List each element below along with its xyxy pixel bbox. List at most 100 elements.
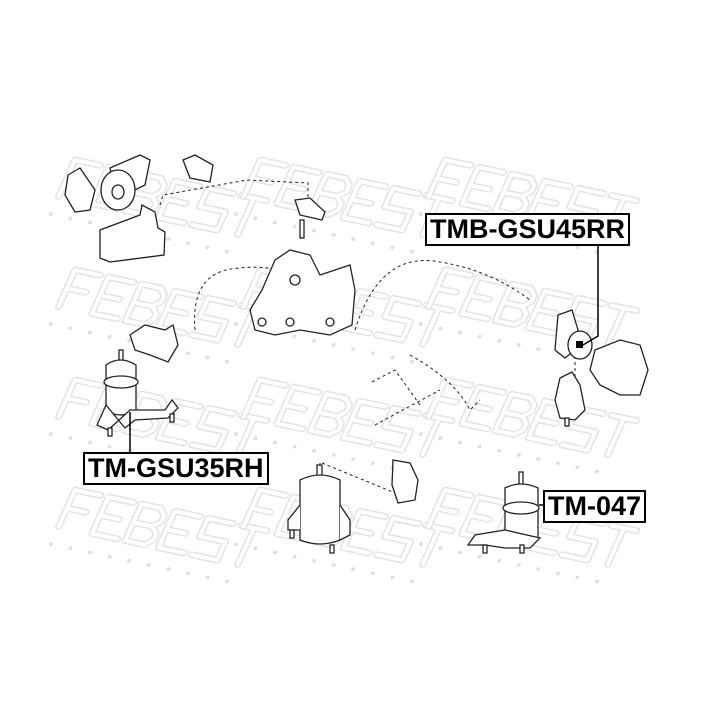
febest-watermark xyxy=(233,376,456,474)
watermark-tagline-mark xyxy=(253,436,258,441)
watermark-tagline-mark xyxy=(497,338,502,343)
watermark-tagline-mark xyxy=(68,326,73,331)
watermark-lettering xyxy=(241,158,454,237)
upper-torque-rod-assembly xyxy=(64,154,326,263)
part-label-tm-047: TM-047 xyxy=(543,490,647,523)
watermark-tagline-mark xyxy=(594,469,600,474)
engine-mount-bracket xyxy=(249,249,356,336)
watermark-tagline-mark xyxy=(272,550,278,555)
watermark-tagline-mark xyxy=(224,249,230,254)
watermark-tagline-mark xyxy=(292,334,297,339)
watermark-tagline-mark xyxy=(233,432,239,437)
leader-lines xyxy=(129,244,599,506)
watermark-lettering xyxy=(426,158,639,237)
watermark-tagline-mark xyxy=(68,436,73,441)
febest-watermark xyxy=(48,486,271,584)
watermark-lettering xyxy=(241,378,454,457)
watermark-tagline-mark xyxy=(166,567,171,572)
watermark-tagline-mark xyxy=(87,330,93,335)
watermark-tagline-mark xyxy=(312,338,317,343)
watermark-tagline-mark xyxy=(205,245,210,250)
watermark-tagline-mark xyxy=(457,440,463,445)
watermark-tagline-mark xyxy=(48,542,54,547)
watermark-tagline-mark xyxy=(418,322,424,327)
watermark-tagline-mark xyxy=(516,563,521,567)
watermark-tagline-mark xyxy=(390,245,395,250)
watermark-tagline-mark xyxy=(87,440,93,445)
front-engine-mount xyxy=(466,471,542,554)
watermark-tagline-mark xyxy=(331,233,336,237)
watermark-tagline-mark xyxy=(233,212,239,217)
watermark-tagline-mark xyxy=(477,334,482,339)
watermark-tagline-mark xyxy=(233,542,239,547)
watermark-tagline-mark xyxy=(390,355,395,360)
watermark-tagline-mark xyxy=(497,558,502,563)
watermark-tagline-mark xyxy=(292,554,297,559)
watermark-tagline-mark xyxy=(205,355,210,360)
watermark-tagline-mark xyxy=(312,448,317,453)
watermark-tagline-mark xyxy=(68,546,73,551)
watermark-tagline-mark xyxy=(292,224,297,229)
watermark-tagline-mark xyxy=(497,448,502,453)
watermark-lettering xyxy=(426,268,639,347)
watermark-tagline-mark xyxy=(409,359,415,364)
rear-mount-bushing-assembly xyxy=(554,309,649,427)
right-engine-mount xyxy=(96,323,179,437)
watermark-tagline-mark xyxy=(418,212,424,217)
watermark-lettering xyxy=(426,378,639,457)
watermark-lettering xyxy=(425,376,641,458)
watermark-tagline-mark xyxy=(87,220,93,225)
watermark-lettering xyxy=(425,266,641,348)
watermark-tagline-mark xyxy=(351,457,356,462)
watermark-tagline-mark xyxy=(477,444,482,449)
watermark-tagline-mark xyxy=(536,347,541,352)
febest-watermark xyxy=(48,266,271,364)
watermark-lettering xyxy=(240,156,456,238)
watermark-tagline-mark xyxy=(370,571,375,576)
watermark-tagline-mark xyxy=(312,228,317,233)
watermark-tagline-mark xyxy=(331,453,336,457)
watermark-tagline-mark xyxy=(409,249,415,254)
watermark-tagline-mark xyxy=(390,575,395,580)
watermark-tagline-mark xyxy=(536,457,541,462)
watermark-tagline-mark xyxy=(351,347,356,352)
watermark-tagline-mark xyxy=(370,351,375,356)
watermark-tagline-mark xyxy=(536,567,541,572)
watermark-tagline-mark xyxy=(224,359,230,364)
watermark-tagline-mark xyxy=(68,216,73,221)
watermark-tagline-mark xyxy=(457,330,463,335)
watermark-tagline-mark xyxy=(185,351,190,356)
watermark-tagline-mark xyxy=(555,571,560,576)
watermark-tagline-mark xyxy=(224,579,230,584)
watermark-tagline-mark xyxy=(555,461,560,466)
watermark-tagline-mark xyxy=(312,558,317,563)
part-label-tm-gsu35rh: TM-GSU35RH xyxy=(83,452,269,485)
watermark-tagline-mark xyxy=(272,220,278,225)
watermark-tagline-mark xyxy=(418,432,424,437)
watermark-tagline-mark xyxy=(272,440,278,445)
watermark-tagline-mark xyxy=(438,546,443,551)
watermark-tagline-mark xyxy=(127,338,132,343)
watermark-tagline-mark xyxy=(575,245,580,250)
watermark-tagline-mark xyxy=(107,554,112,559)
watermark-tagline-mark xyxy=(185,241,190,246)
watermark-tagline-mark xyxy=(594,579,600,584)
watermark-tagline-mark xyxy=(575,575,580,580)
watermark-tagline-mark xyxy=(48,212,54,217)
watermark-tagline-mark xyxy=(516,453,521,457)
watermark-tagline-mark xyxy=(331,343,336,347)
lower-engine-mount xyxy=(287,459,419,554)
watermark-tagline-mark xyxy=(107,334,112,339)
watermark-tagline-mark xyxy=(87,550,93,555)
part-label-tmb-gsu45rr: TMB-GSU45RR xyxy=(425,213,631,246)
watermark-tagline-mark xyxy=(107,444,112,449)
febest-watermark xyxy=(418,156,641,254)
watermark-lettering xyxy=(55,486,271,568)
watermark-tagline-mark xyxy=(127,558,132,563)
watermark-tagline-mark xyxy=(351,237,356,242)
watermark-tagline-mark xyxy=(516,343,521,347)
watermark-tagline-mark xyxy=(185,571,190,576)
watermark-lettering xyxy=(56,488,269,567)
